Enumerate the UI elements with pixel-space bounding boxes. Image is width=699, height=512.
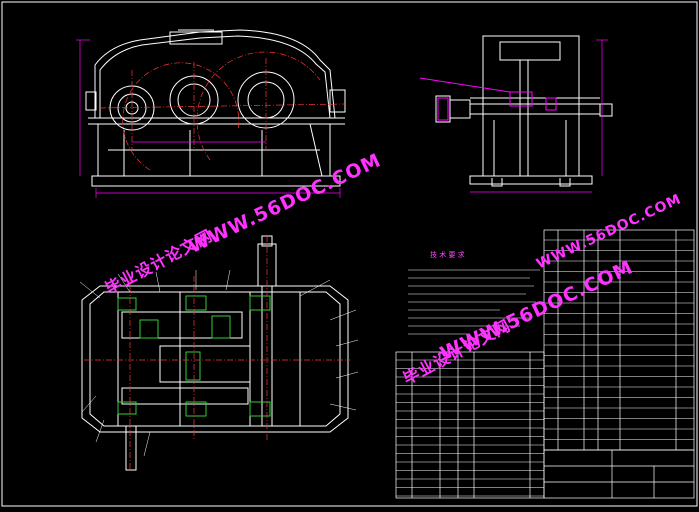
top-view-hatching (117, 295, 271, 417)
parts-list-rows (396, 239, 694, 497)
front-view (85, 29, 346, 187)
title-block (543, 449, 695, 499)
side-view-magenta-parts (419, 77, 557, 121)
top-view (81, 235, 349, 471)
technical-notes-heading: 技 术 要 求 (430, 251, 465, 259)
technical-notes-lines (408, 269, 540, 335)
top-view-centerlines (84, 236, 350, 470)
parts-list-upper (543, 229, 695, 451)
side-view (435, 35, 613, 187)
top-view-leaders (79, 269, 359, 457)
side-view-dimensions (470, 39, 608, 193)
front-view-centerlines (99, 51, 346, 171)
front-view-dimensions (76, 39, 341, 198)
